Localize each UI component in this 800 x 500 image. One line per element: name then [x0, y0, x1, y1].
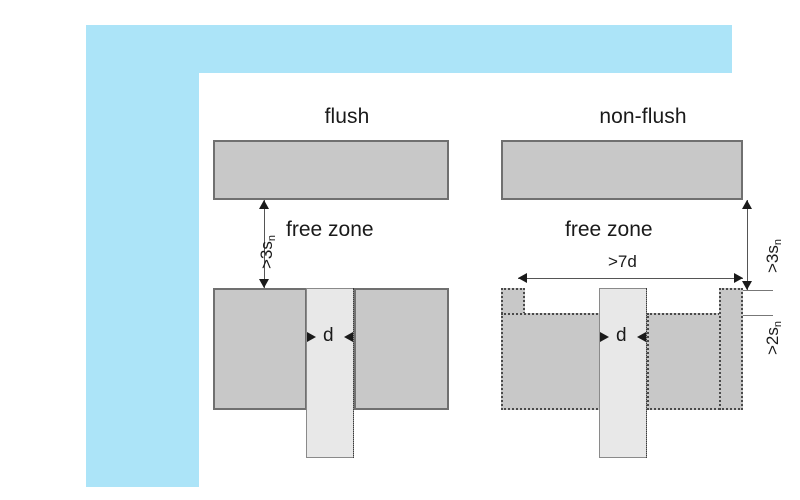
upper-block-flush — [213, 140, 449, 200]
extension-line-recess-bottom — [743, 315, 773, 316]
arrow-down-clearance-non-flush — [742, 281, 752, 290]
arrow-left-diameter-flush — [344, 332, 353, 342]
free-zone-label-flush: free zone — [286, 218, 374, 241]
lower-block-left-flush — [213, 288, 307, 410]
free-zone-label-non-flush: free zone — [565, 218, 653, 241]
dimension-label-recess-depth: >2sn — [763, 320, 784, 355]
panel-flush: flush free zone >3sn — [199, 73, 495, 489]
panel-title-non-flush: non-flush — [599, 105, 687, 128]
pin-center-axis-non-flush — [646, 288, 647, 458]
arrow-up-clearance-non-flush — [742, 200, 752, 209]
arrow-up-clearance-flush — [259, 200, 269, 209]
dimension-line-recess-width — [518, 278, 743, 279]
dimension-label-clearance-flush: >3sn — [257, 234, 278, 269]
dimension-line-clearance-flush — [264, 200, 265, 288]
lower-block-right-wall-non-flush — [719, 288, 743, 410]
arrow-right-diameter-flush — [307, 332, 316, 342]
upper-block-non-flush — [501, 140, 743, 200]
lower-block-right-flush — [354, 288, 449, 410]
extension-line-recess-top — [743, 290, 773, 291]
diagram-blue-frame: flush free zone >3sn — [86, 25, 791, 489]
diagram-canvas: flush free zone >3sn — [199, 73, 791, 489]
dimension-label-clearance-non-flush: >3sn — [763, 238, 784, 273]
arrow-right-recess-width — [734, 273, 743, 283]
pin-non-flush — [599, 288, 647, 458]
arrow-right-diameter-non-flush — [600, 332, 609, 342]
dimension-label-diameter-non-flush: d — [616, 325, 627, 346]
panel-non-flush: non-flush free zone >7d >3sn >2sn — [495, 73, 791, 489]
arrow-left-recess-width — [518, 273, 527, 283]
arrow-left-diameter-non-flush — [637, 332, 646, 342]
arrow-down-clearance-flush — [259, 279, 269, 288]
dimension-label-recess-width: >7d — [608, 252, 637, 271]
lower-block-left-mass-non-flush — [501, 313, 601, 410]
panel-title-flush: flush — [324, 105, 370, 128]
dimension-line-clearance-non-flush — [747, 200, 748, 290]
pin-center-axis-flush — [353, 288, 354, 458]
pin-flush — [306, 288, 354, 458]
dimension-label-diameter-flush: d — [323, 325, 334, 346]
